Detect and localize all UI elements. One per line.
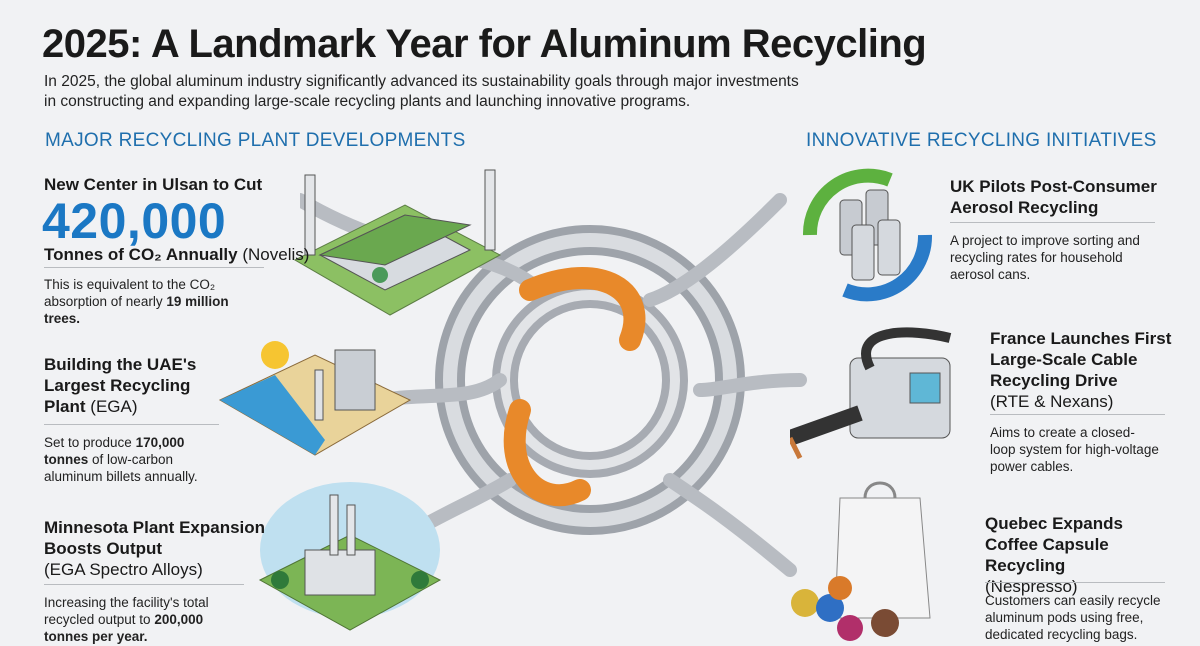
coffee-capsule-illustration [791,481,931,641]
uae-description-highlight: 170,000 tonnes [44,435,185,467]
quebec-capsule-description: Customers can easily recycle aluminum po… [985,593,1161,642]
minnesota-description: Increasing the facility's total recycled… [44,595,209,627]
minnesota-plant-illustration [258,482,442,631]
uae-description-end: of low-carbon aluminum billets annually. [44,452,198,484]
ulsan-description-highlight: 19 million trees. [44,294,229,326]
minnesota-description-highlight: 200,000 tonnes per year. [44,612,204,644]
quebec-capsule-heading: Quebec Expands Coffee Capsule Recycling [985,514,1123,575]
france-cable-description: Aims to create a closed-loop system for … [990,425,1159,474]
molten-aluminum-swirl-illustration [300,193,807,587]
ulsan-subheading: Tonnes of CO₂ Annually [44,245,238,264]
divider [44,584,244,585]
uk-aerosol-description: A project to improve sorting and recycli… [950,233,1140,282]
page-title: 2025: A Landmark Year for Aluminum Recyc… [42,22,927,66]
uae-heading: Building the UAE's Largest Recycling Pla… [44,355,197,416]
ulsan-co2-figure: 420,000 [42,193,227,249]
uae-company: (EGA) [90,397,138,416]
cable-recycling-illustration [790,327,952,460]
uk-aerosol-heading: UK Pilots Post-Consumer Aerosol Recyclin… [950,177,1157,217]
france-cable-company: (RTE & Nexans) [990,392,1114,411]
divider [950,222,1155,223]
divider [44,267,264,268]
divider [985,582,1165,583]
left-section-heading: MAJOR RECYCLING PLANT DEVELOPMENTS [45,130,466,151]
ulsan-company: (Novelis) [242,245,310,264]
ulsan-description: This is equivalent to the CO₂ absorption… [44,277,216,309]
divider [44,424,219,425]
right-section-heading: INNOVATIVE RECYCLING INITIATIVES [806,130,1157,151]
uae-description: Set to produce [44,435,136,450]
uae-plant-illustration [218,341,412,456]
ulsan-factory-illustration [293,169,502,316]
france-cable-heading: France Launches First Large-Scale Cable … [990,329,1172,390]
quebec-capsule-company: (Nespresso) [985,577,1078,596]
minnesota-company: (EGA Spectro Alloys) [44,560,203,579]
intro-text: In 2025, the global aluminum industry si… [44,73,799,110]
minnesota-heading: Minnesota Plant Expansion Boosts Output [44,518,266,558]
aerosol-recycling-illustration [802,168,933,302]
ulsan-heading: New Center in Ulsan to Cut [44,175,263,194]
divider [990,414,1165,415]
